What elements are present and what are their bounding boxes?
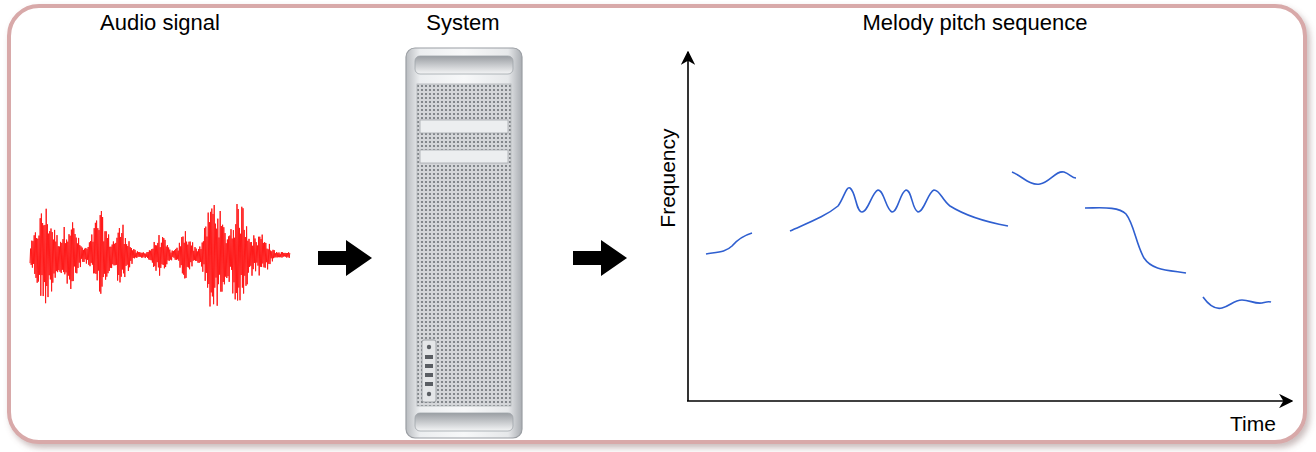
panel-heading: Melody pitch sequence: [862, 10, 1087, 35]
waveform-trace: [30, 204, 290, 306]
panel-heading: Audio signal: [100, 10, 220, 35]
axis-label: Time: [1230, 412, 1276, 436]
flow-arrow: [573, 240, 627, 276]
frequency-axis: [687, 52, 689, 401]
axis-label: Frequency: [656, 128, 680, 227]
flow-arrow: [318, 240, 372, 276]
audio-waveform: [30, 204, 290, 306]
time-axis: [687, 400, 1292, 402]
computer-tower: [406, 48, 522, 438]
pitch-contour: [706, 172, 1271, 309]
panel-heading: System: [426, 10, 499, 35]
frame: [9, 6, 1305, 442]
